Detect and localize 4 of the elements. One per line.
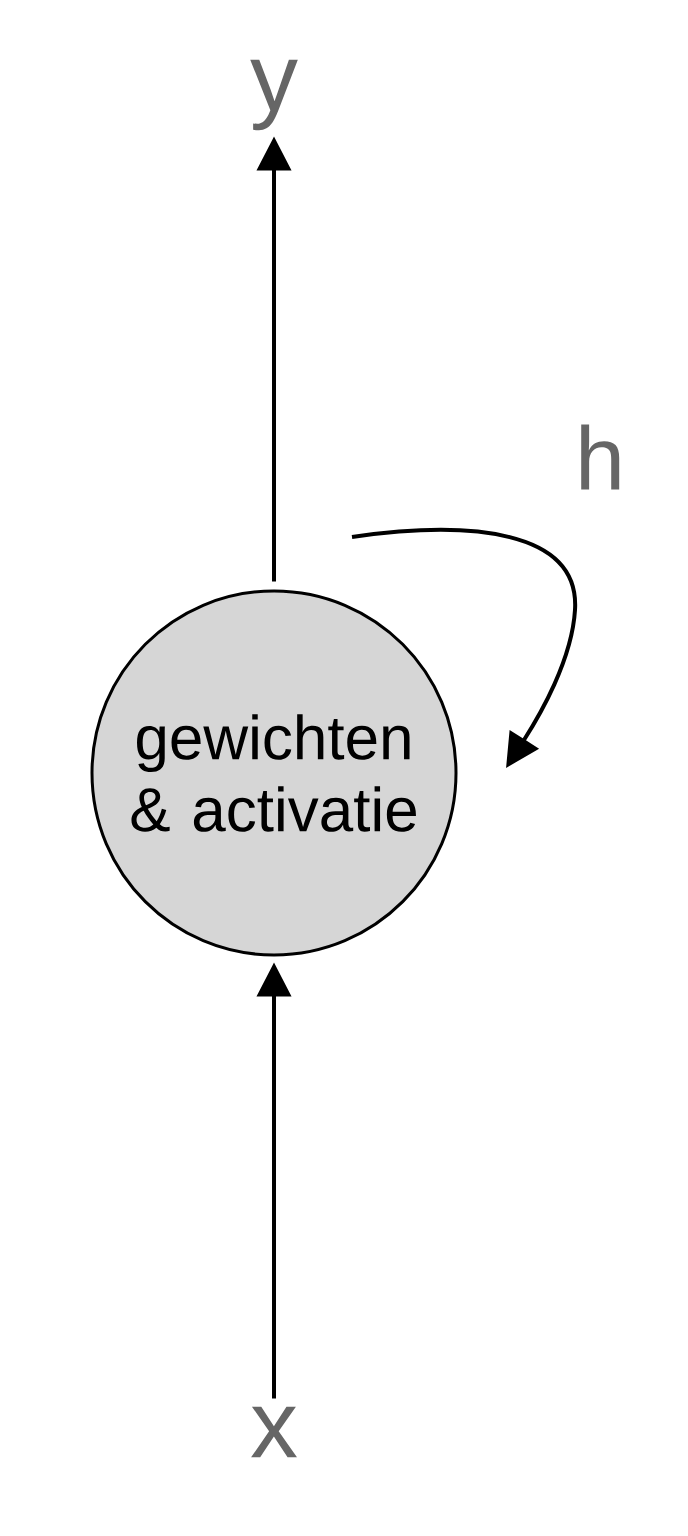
- axis-letter: y: [250, 59, 298, 131]
- edge-label: h: [581, 424, 620, 490]
- circle-node: gewichten & activatie: [90, 589, 458, 957]
- axis-letter: x: [251, 1406, 297, 1458]
